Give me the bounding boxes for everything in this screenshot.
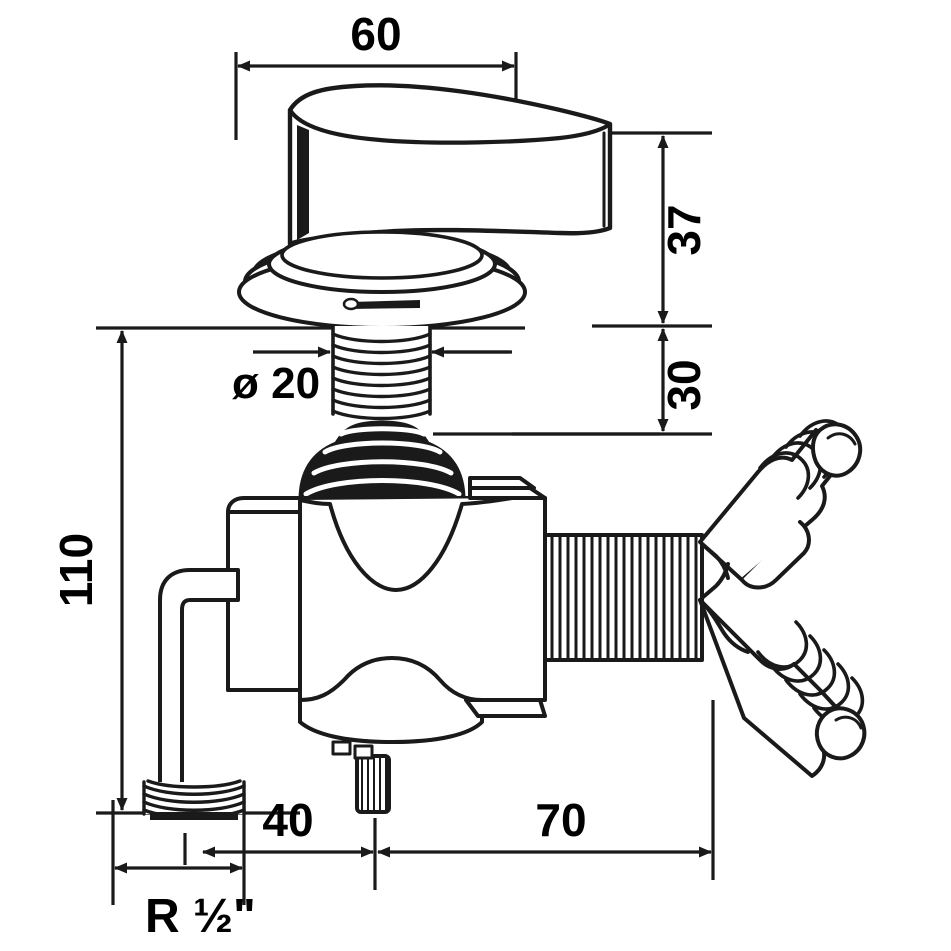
pipe-male-thread xyxy=(142,779,246,820)
valve-assembly xyxy=(142,83,867,820)
dim-label-diameter-20: ø 20 xyxy=(232,359,320,408)
dim-37 xyxy=(592,131,712,328)
dim-label-40: 40 xyxy=(262,794,313,846)
cylinder-hatching xyxy=(550,535,698,660)
escutcheon-rings xyxy=(237,230,527,330)
valve-body xyxy=(226,476,547,814)
dim-label-70: 70 xyxy=(535,794,586,846)
dim-label-30: 30 xyxy=(658,359,710,410)
shank-thread-lines xyxy=(331,332,432,421)
hatched-cylinder xyxy=(543,533,704,662)
lever-handle xyxy=(287,83,613,253)
threaded-shank xyxy=(331,324,432,421)
barb-vee-junction xyxy=(700,542,730,600)
knurled-pin xyxy=(353,744,391,814)
hose-barb-lower xyxy=(698,598,867,778)
outlet-elbow-pipe xyxy=(142,568,246,820)
lower-barb-ribs xyxy=(756,620,865,725)
dim-label-110: 110 xyxy=(50,533,102,607)
dim-label-37: 37 xyxy=(658,204,710,255)
dim-label-60: 60 xyxy=(350,8,401,60)
dark-ring-stack xyxy=(298,420,466,512)
hose-barb-upper xyxy=(698,419,863,590)
dim-label-thread-r-half: R ½" xyxy=(145,890,256,943)
leader-lines xyxy=(446,350,660,436)
